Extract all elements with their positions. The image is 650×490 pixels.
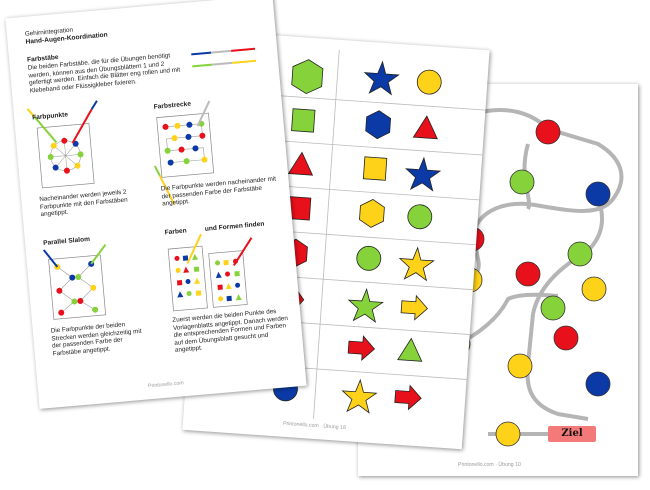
arrow-shape: [347, 335, 376, 362]
sheet3-footer: Printonello.com · Übung 10: [458, 462, 521, 468]
worksheet-instructions: Gehirnintegration Hand-Augen-Koordinatio…: [5, 0, 307, 409]
path-dot: [507, 353, 533, 379]
square-shape: [291, 108, 316, 133]
circle-shape: [416, 69, 442, 95]
slalom-illustration: [42, 243, 107, 320]
hexagon-shape: [291, 59, 324, 95]
path-dot: [553, 325, 579, 351]
farben-formen-illustration: [167, 233, 253, 312]
goal-label: Ziel: [561, 428, 583, 439]
arrow-shape: [400, 294, 429, 321]
path-dot: [540, 295, 566, 321]
path-dot: [585, 181, 611, 207]
shapes-grid-drawing: [187, 49, 486, 419]
path-dot: [535, 119, 561, 145]
path-dot: [567, 241, 593, 267]
triangle-shape: [287, 151, 314, 176]
path-dot: [509, 169, 535, 195]
hexagon-shape: [359, 199, 385, 228]
circle-shape: [356, 245, 382, 271]
square-shape: [362, 156, 388, 181]
color-sticks-icon: [191, 47, 257, 68]
arrow-shape: [394, 384, 422, 411]
triangle-shape: [412, 115, 438, 140]
path-dot: [581, 276, 607, 302]
path-dot: [495, 421, 521, 447]
goal-badge: [548, 426, 596, 442]
star-shape: [405, 156, 442, 192]
worksheet-shapes-grid: Printonello.com · Übung 18: [182, 30, 490, 450]
farbstrecke-illustration: [153, 100, 215, 205]
path-dot: [515, 261, 541, 287]
instruction-illustrations: [26, 47, 257, 320]
star-shape: [398, 246, 435, 282]
star-shape: [347, 287, 384, 323]
circle-shape: [407, 204, 433, 230]
star-shape: [341, 378, 378, 414]
farbpunkte-illustration: [26, 100, 98, 189]
path-dot: [585, 371, 611, 397]
triangle-shape: [397, 337, 423, 362]
star-shape: [363, 60, 400, 96]
hexagon-shape: [365, 110, 392, 140]
